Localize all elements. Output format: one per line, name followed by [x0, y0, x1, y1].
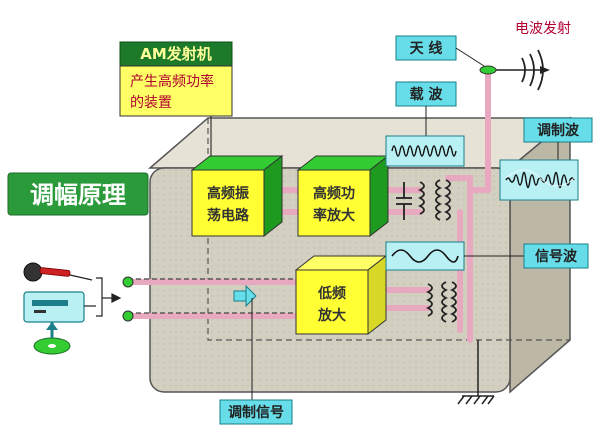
antenna	[479, 49, 550, 91]
power-amplifier-block: 高频功 率放大	[296, 154, 390, 238]
carrier-text: 载 波	[410, 86, 444, 103]
tank-coil	[417, 179, 451, 221]
carrier-wave-display	[385, 135, 465, 167]
signal-wave-label: 信号波	[464, 243, 589, 269]
antenna-label: 天 线	[395, 35, 485, 67]
carrier-wave-label: 载 波	[395, 81, 457, 136]
cd-player-icon	[23, 291, 96, 323]
signal-wave-display	[385, 241, 465, 271]
modulated-wave-display	[499, 159, 579, 201]
diagram-title: 调幅原理	[7, 172, 149, 216]
amplifier-label-2: 率放大	[313, 207, 355, 224]
oscillator-block: 高频振 荡电路	[190, 154, 284, 238]
low-frequency-amplifier-block: 低频 放大	[294, 254, 388, 336]
cd-disc-icon	[33, 322, 71, 355]
am-transmitter-callout: AM发射机 产生高频功率 的装置	[119, 41, 233, 168]
modulation-transformer	[425, 281, 457, 323]
input-signal-arrow	[233, 284, 257, 400]
source-bracket	[96, 277, 122, 317]
tank-capacitor	[396, 182, 412, 220]
modulation-signal-label: 调制信号	[219, 399, 293, 425]
input-terminals	[122, 276, 134, 322]
am-transmitter-title: AM发射机	[140, 45, 212, 63]
antenna-text: 天 线	[410, 40, 443, 57]
am-desc-line1: 产生高频功率	[130, 73, 214, 90]
oscillator-label-2: 荡电路	[207, 207, 250, 224]
title-text: 调幅原理	[30, 181, 126, 209]
modulated-wave-label: 调制波	[523, 117, 593, 160]
modulated-text: 调制波	[537, 122, 580, 139]
amplifier-label-1: 高频功	[313, 185, 355, 202]
oscillator-label-1: 高频振	[207, 185, 249, 202]
ground-symbol	[457, 340, 495, 405]
am-desc-line2: 的装置	[130, 95, 172, 111]
signal-text: 信号波	[535, 248, 578, 265]
lowfreq-label-2: 放大	[317, 307, 346, 324]
modulation-signal-text: 调制信号	[228, 404, 284, 421]
microphone-icon	[23, 262, 93, 282]
emission-label: 电波发射	[515, 21, 571, 37]
lowfreq-label-1: 低频	[317, 285, 346, 302]
